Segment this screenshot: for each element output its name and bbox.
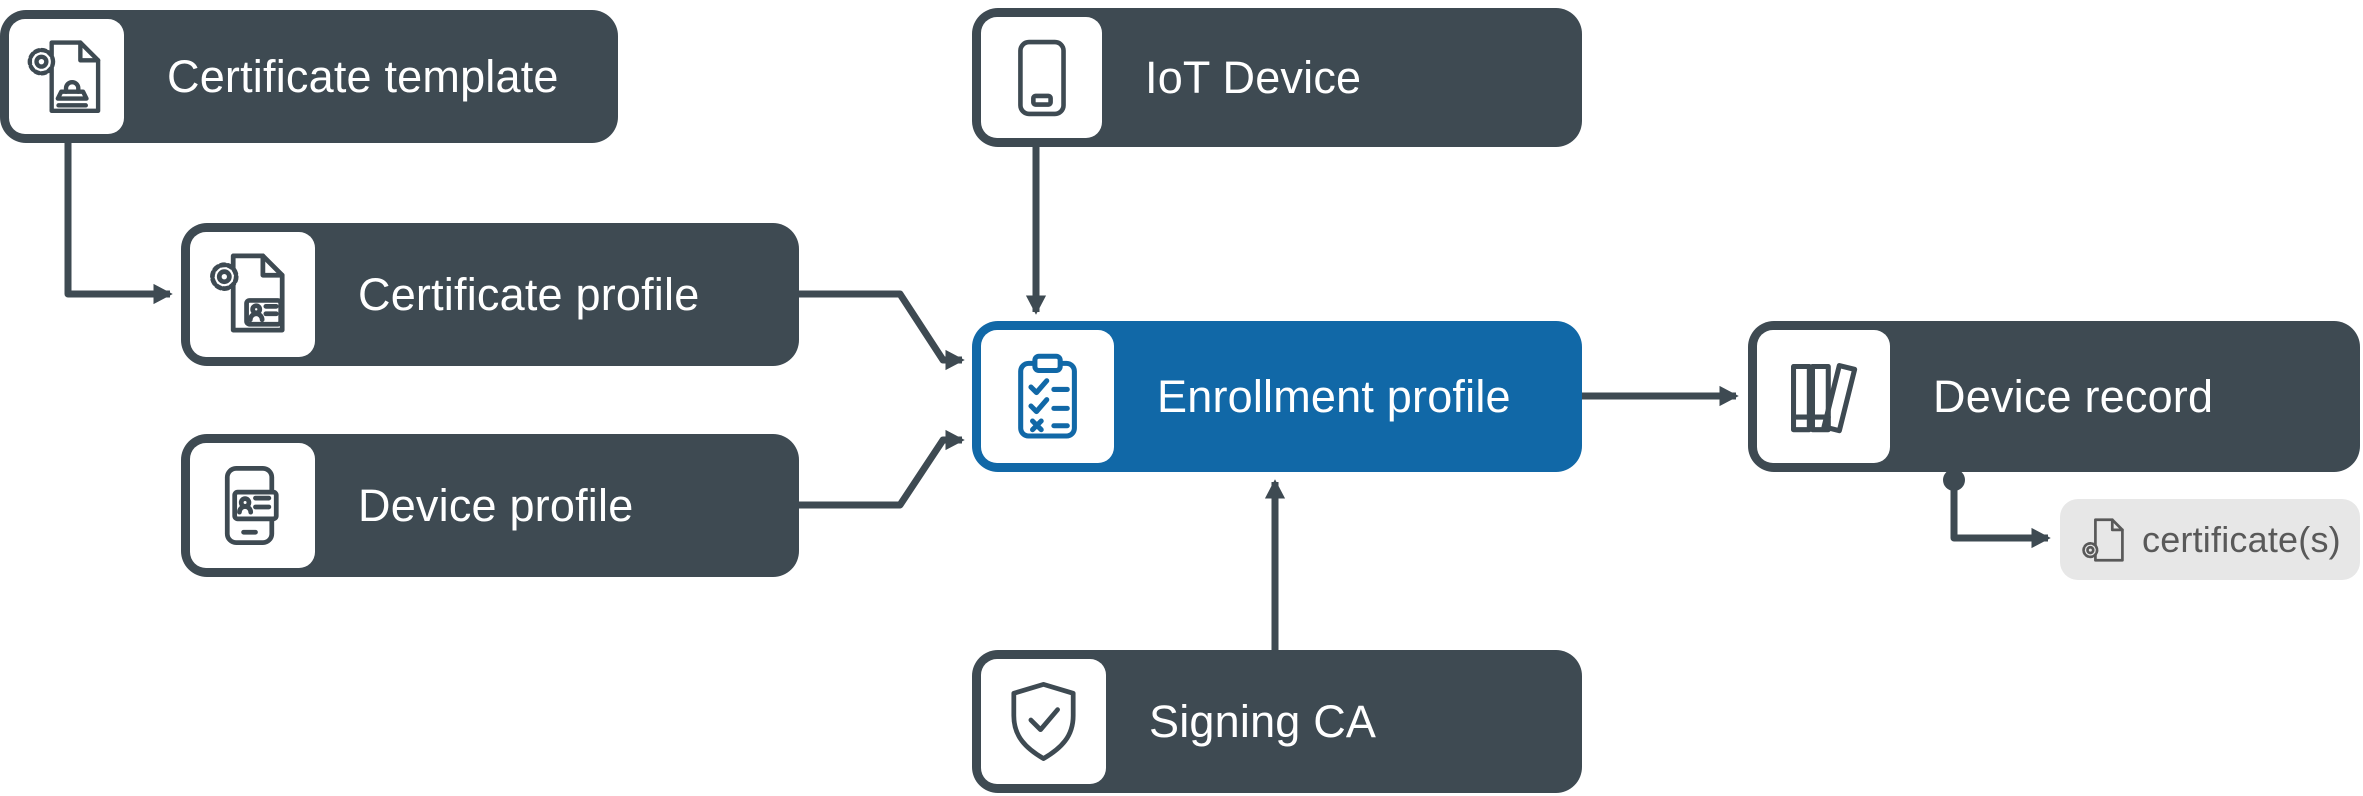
- connector-device-profile-to-enrollment-profile: [799, 429, 965, 509]
- certificate-profile-label: Certificate profile: [358, 268, 700, 320]
- certificates-label: certificate(s): [2142, 518, 2341, 560]
- enrollment-profile-label: Enrollment profile: [1157, 370, 1511, 422]
- node-certificates: certificate(s): [2060, 499, 2360, 580]
- node-device-profile: Device profile: [181, 434, 799, 577]
- shield-check-icon: [981, 659, 1106, 784]
- connector-device-record-to-certificates: [1950, 480, 2051, 549]
- connector-certificate-template-to-certificate-profile: [64, 143, 173, 305]
- device-profile-label: Device profile: [358, 479, 634, 531]
- connector-certificate-profile-to-enrollment-profile: [799, 290, 965, 371]
- certificate-template-icon: [9, 19, 124, 134]
- iot-device-icon: [981, 17, 1102, 138]
- node-certificate-template: Certificate template: [0, 10, 618, 143]
- device-record-label: Device record: [1933, 370, 2214, 422]
- certificate-template-label: Certificate template: [167, 50, 559, 102]
- clipboard-checklist-icon: [981, 330, 1114, 463]
- signing-ca-label: Signing CA: [1149, 695, 1377, 747]
- device-profile-icon: [190, 443, 315, 568]
- node-iot-device: IoT Device: [972, 8, 1582, 147]
- certificate-profile-icon: [190, 232, 315, 357]
- iot-device-label: IoT Device: [1145, 51, 1362, 103]
- node-device-record: Device record: [1748, 321, 2360, 472]
- books-icon: [1757, 330, 1890, 463]
- node-signing-ca: Signing CA: [972, 650, 1582, 793]
- node-enrollment-profile: Enrollment profile: [972, 321, 1582, 472]
- node-certificate-profile: Certificate profile: [181, 223, 799, 366]
- certificate-document-icon: [2082, 517, 2124, 562]
